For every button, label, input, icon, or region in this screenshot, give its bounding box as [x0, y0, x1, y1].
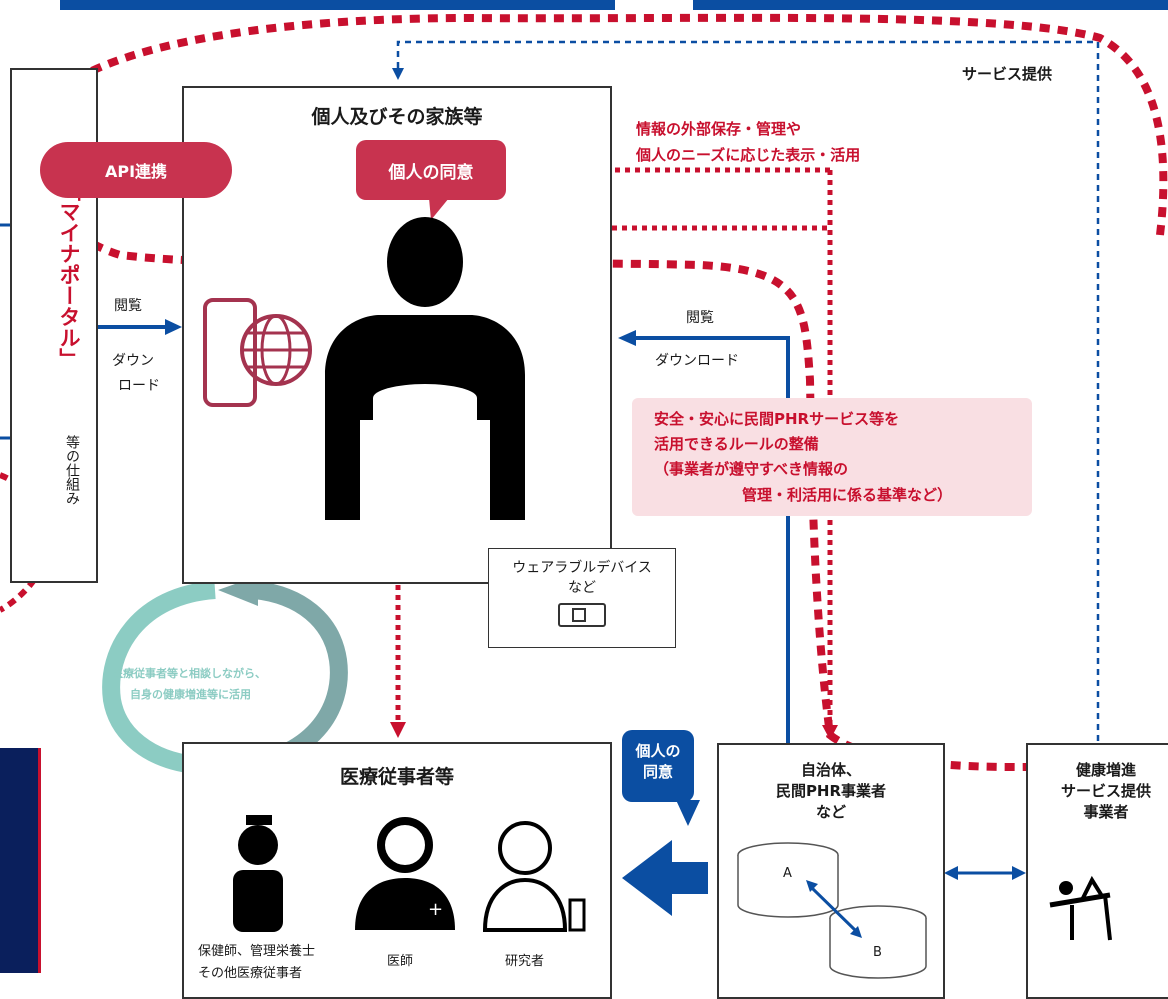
wearable-box: ウェアラブルデバイス など — [488, 548, 676, 648]
role-doctor: 医師 — [387, 954, 414, 969]
consent-arrow-line-2: 同意 — [642, 763, 673, 781]
top-bar-left — [60, 0, 615, 10]
external-storage-line-1: 情報の外部保存・管理や — [636, 120, 802, 138]
cycle-text-2: 自身の健康増進等に活用 — [130, 688, 251, 701]
portal-name: 「マイナポータル」 — [57, 180, 81, 369]
phr-title-3: など — [815, 803, 846, 821]
left-download-label-1: ダウン — [112, 353, 154, 369]
role-nurse-2: その他医療従事者 — [198, 966, 303, 981]
api-bubble-label: API連携 — [104, 162, 168, 181]
wearable-label: ウェアラブルデバイス — [512, 560, 652, 576]
db-a-label: A — [783, 866, 792, 881]
portal-suffix: 等の仕組み — [64, 435, 80, 505]
role-researcher: 研究者 — [505, 954, 545, 969]
navy-side-block — [0, 748, 41, 973]
consent-arrow-label: 個人の 同意 — [622, 730, 694, 802]
consent-arrow-line-1: 個人の — [635, 742, 681, 760]
consent-bubble: 個人の同意 — [356, 140, 506, 200]
smartwatch-icon — [558, 603, 606, 627]
service-label: サービス提供 — [962, 65, 1053, 83]
right-view-label: 閲覧 — [686, 310, 714, 326]
health-title-1: 健康増進 — [1075, 761, 1136, 779]
left-view-label: 閲覧 — [114, 298, 142, 314]
rules-line-1: 安全・安心に民間PHRサービス等を — [654, 410, 900, 428]
health-title-3: 事業者 — [1083, 803, 1129, 821]
rules-line-3: （事業者が遵守すべき情報の — [654, 460, 848, 478]
medical-title: 医療従事者等 — [339, 766, 454, 788]
person-box-title: 個人及びその家族等 — [311, 106, 483, 128]
wearable-sub: など — [568, 580, 596, 596]
health-service-box: 健康増進 サービス提供 事業者 — [1026, 743, 1168, 999]
rules-box: 安全・安心に民間PHRサービス等を 活用できるルールの整備 （事業者が遵守すべき… — [632, 398, 1032, 516]
health-title-2: サービス提供 — [1060, 782, 1151, 800]
db-b-label: B — [873, 945, 882, 960]
external-storage-line-2: 個人のニーズに応じた表示・活用 — [636, 146, 861, 164]
consent-bubble-label: 個人の同意 — [388, 162, 474, 183]
cycle-text-1: 医療従事者等と相談しながら、 — [112, 667, 266, 680]
svg-text:+: + — [428, 899, 443, 920]
consent-arrow-tail — [676, 800, 700, 826]
phr-title-1: 自治体、 — [800, 761, 861, 779]
role-nurse-1: 保健師、管理栄養士 — [198, 944, 316, 959]
right-download-label: ダウンロード — [655, 353, 739, 369]
api-bubble: API連携 — [40, 142, 232, 198]
left-download-label-2: ロード — [118, 378, 160, 394]
rules-line-4: 管理・利活用に係る基準など） — [742, 486, 953, 504]
phr-title-2: 民間PHR事業者 — [775, 782, 887, 800]
rules-line-2: 活用できるルールの整備 — [654, 435, 819, 453]
top-bar-right — [693, 0, 1168, 10]
